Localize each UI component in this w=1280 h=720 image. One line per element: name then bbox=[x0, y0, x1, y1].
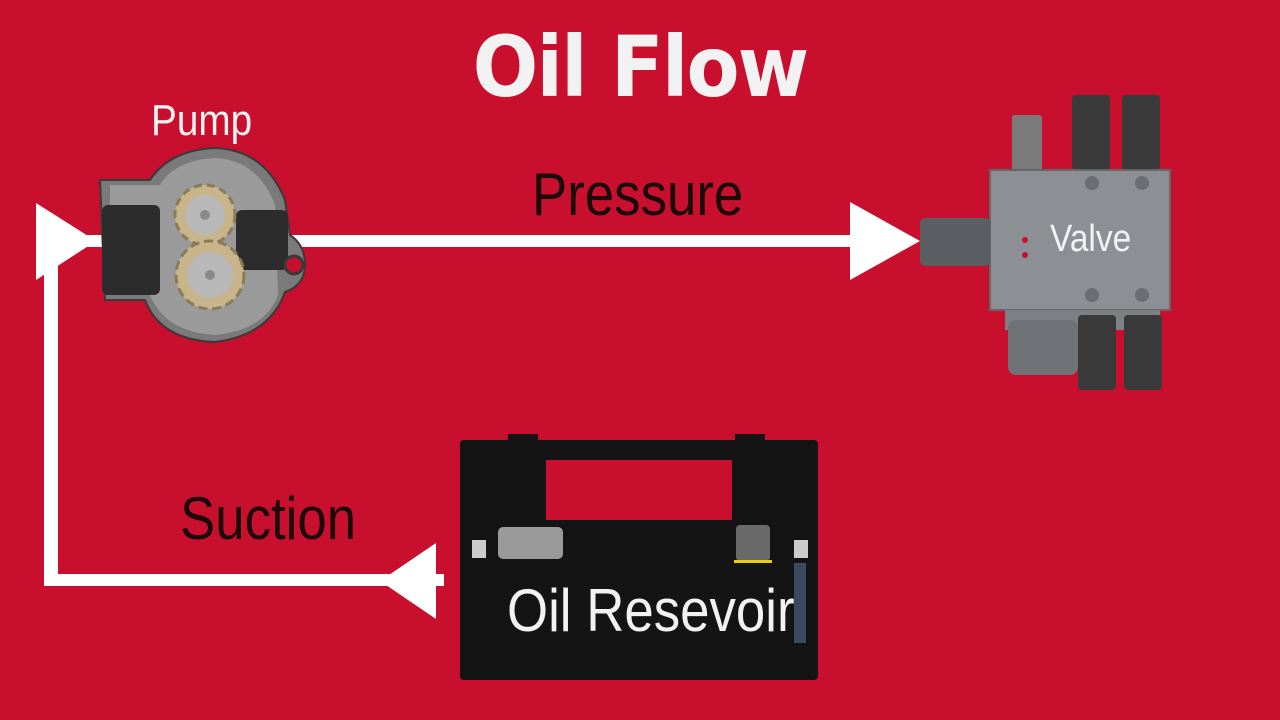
reservoir-window bbox=[546, 460, 732, 520]
pump-inlet-arrowhead bbox=[36, 203, 96, 280]
pump-gear-lower bbox=[174, 239, 246, 311]
valve-lower-coil-mid bbox=[1078, 315, 1116, 390]
pressure-line bbox=[290, 235, 870, 247]
valve-relief-cap bbox=[1012, 115, 1042, 175]
suction-arrowhead bbox=[380, 543, 436, 619]
reservoir-filter bbox=[498, 527, 563, 559]
diagram-title: Oil Flow bbox=[472, 18, 809, 116]
valve-body bbox=[989, 169, 1171, 311]
pump-inlet-port bbox=[102, 205, 160, 295]
pressure-arrowhead bbox=[850, 202, 920, 280]
valve-label: Valve bbox=[1050, 218, 1132, 260]
pump-mount-hole bbox=[283, 254, 305, 276]
valve-top-coil-right bbox=[1122, 95, 1160, 170]
pressure-label: Pressure bbox=[532, 161, 744, 228]
valve-inlet-fitting bbox=[920, 218, 990, 266]
reservoir-icon bbox=[460, 434, 818, 680]
valve-top-coil-left bbox=[1072, 95, 1110, 170]
valve-icon bbox=[920, 95, 1171, 390]
return-line-vertical bbox=[44, 242, 58, 586]
pump-outlet-port bbox=[236, 210, 288, 270]
suction-line bbox=[44, 574, 444, 586]
pump-gear-upper bbox=[173, 183, 237, 247]
valve-lower-coil-left bbox=[1008, 320, 1078, 375]
flow-lines bbox=[36, 202, 920, 619]
valve-lower-coil-right bbox=[1124, 315, 1162, 390]
reservoir-label: Oil Resevoir bbox=[507, 577, 795, 644]
pump-label: Pump bbox=[151, 96, 253, 145]
reservoir-breather-cap bbox=[736, 525, 770, 561]
pump-icon bbox=[98, 146, 307, 344]
suction-label: Suction bbox=[180, 485, 357, 552]
reservoir-sight-gauge bbox=[794, 563, 806, 643]
